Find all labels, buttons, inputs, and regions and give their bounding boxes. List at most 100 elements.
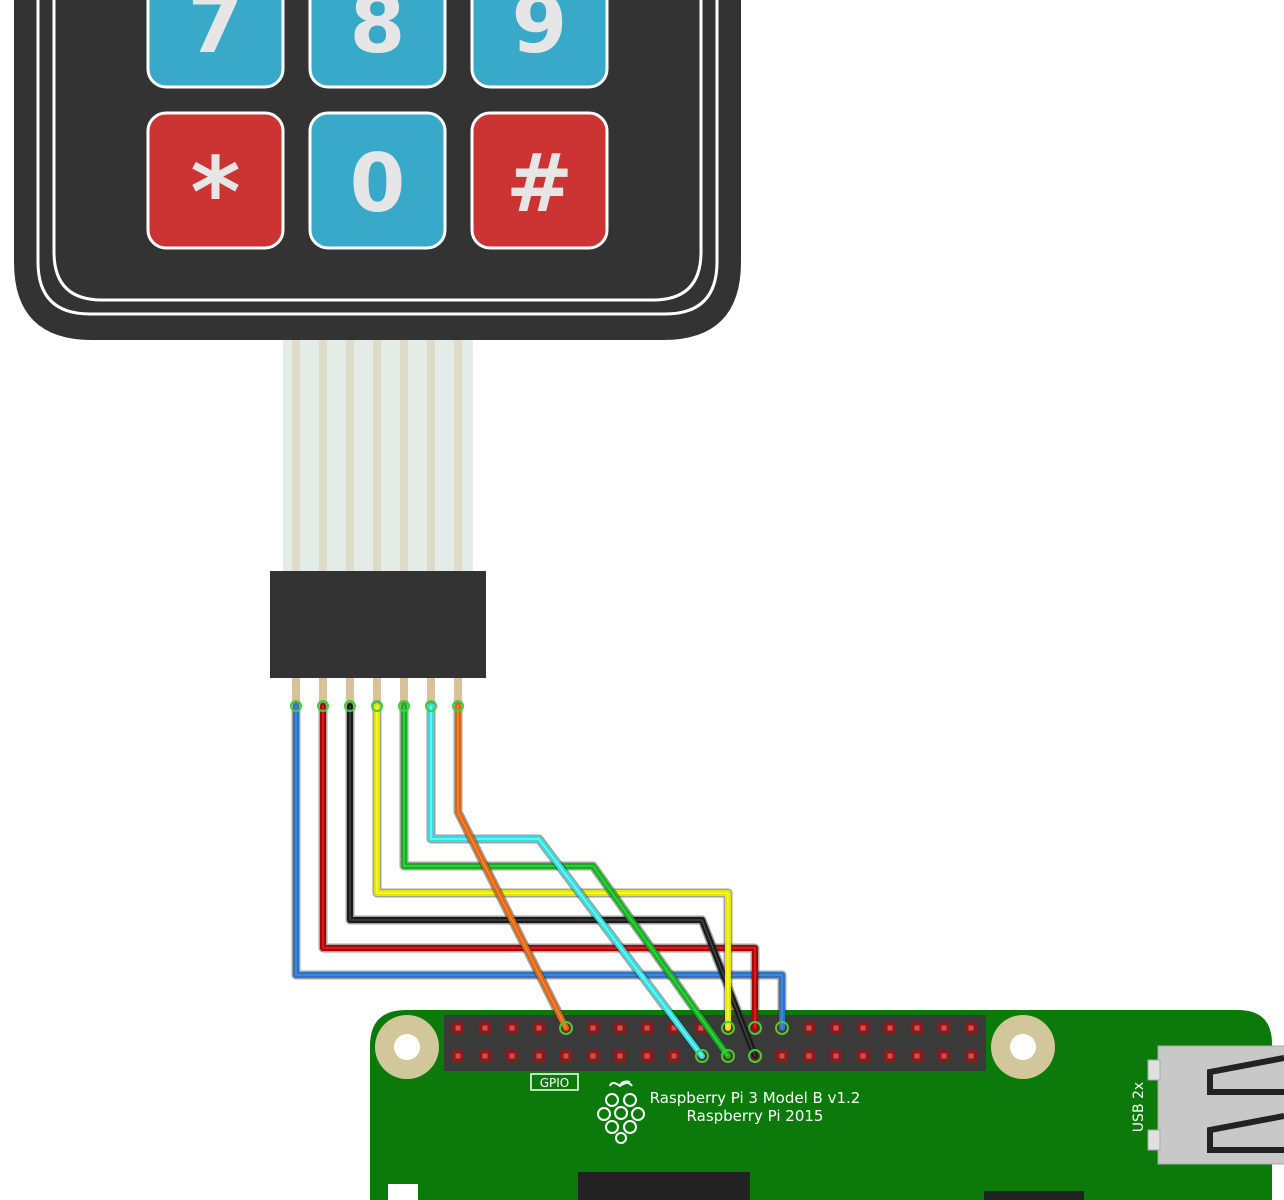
gpio-pin-contact (806, 1025, 812, 1031)
wire-endpoint (775, 1021, 789, 1035)
gpio-pin-contact (482, 1053, 488, 1059)
gpio-label: GPIO (540, 1076, 570, 1090)
board-copyright-label: Raspberry Pi 2015 (687, 1107, 824, 1125)
keypad-outer-border (36, 0, 719, 316)
gpio-pin-contact (833, 1053, 839, 1059)
wire-endpoint (290, 700, 302, 712)
wire-cyan[interactable] (425, 700, 709, 1063)
raspberry-pi-board: GPIO Raspberry Pi 3 Model B v1.2 Raspber… (370, 1010, 1284, 1200)
gpio-pin-contact (833, 1025, 839, 1031)
board-component-right (984, 1191, 1084, 1200)
gpio-pin-contact (536, 1025, 542, 1031)
gpio-pin-contact (941, 1025, 947, 1031)
usb-port (1147, 1045, 1284, 1165)
connector-pin (400, 678, 408, 704)
gpio-pin-contact (644, 1025, 650, 1031)
wire-green[interactable] (398, 700, 735, 1063)
gpio-pin-contact (590, 1025, 596, 1031)
key-9[interactable]: 9 (470, 0, 609, 89)
gpio-pin-contact (698, 1025, 704, 1031)
wire-endpoint (748, 1049, 762, 1063)
keypad-inner-border (52, 0, 703, 302)
gpio-pin-contact (671, 1053, 677, 1059)
key-9-cap (470, 0, 609, 89)
wire-endpoint (425, 700, 437, 712)
gpio-pin-contact (968, 1025, 974, 1031)
connector-pin (427, 678, 435, 704)
usb-label: USB 2x (1131, 1082, 1147, 1132)
key-0-label: 0 (350, 137, 406, 230)
wire-layer (290, 700, 789, 1063)
connector-pin (292, 678, 300, 704)
board-model-label: Raspberry Pi 3 Model B v1.2 (650, 1089, 861, 1107)
wire-endpoint (695, 1049, 709, 1063)
gpio-pin-contact (617, 1053, 623, 1059)
board-chip (578, 1172, 750, 1200)
gpio-pin-contact (617, 1025, 623, 1031)
gpio-pin-contact (914, 1025, 920, 1031)
wire-endpoint (452, 700, 464, 712)
key-7-label: 7 (188, 0, 244, 71)
key-9-label: 9 (512, 0, 568, 71)
key-star-cap (146, 111, 285, 250)
connector-pin (319, 678, 327, 704)
ribbon-strand (400, 340, 408, 572)
key-0[interactable]: 0 (308, 111, 447, 250)
gpio-pin-contact (536, 1053, 542, 1059)
gpio-pin-contact (563, 1053, 569, 1059)
mount-hole-right (991, 1015, 1055, 1079)
ribbon-strand (319, 340, 327, 572)
gpio-pin-contact (779, 1053, 785, 1059)
gpio-pin-contact (509, 1053, 515, 1059)
key-hash-cap (470, 111, 609, 250)
key-hash[interactable]: # (470, 111, 609, 250)
key-8[interactable]: 8 (308, 0, 447, 89)
connector-pin (454, 678, 462, 704)
gpio-pin-contact (860, 1053, 866, 1059)
wire-endpoint (748, 1021, 762, 1035)
ribbon-strand (373, 340, 381, 572)
wire-endpoint (721, 1049, 735, 1063)
gpio-pin-contact (806, 1053, 812, 1059)
gpio-pin-contact (509, 1025, 515, 1031)
wire-endpoint (721, 1021, 735, 1035)
ribbon-strand (427, 340, 435, 572)
keypad: 7 8 9 * 0 # (14, 0, 741, 340)
gpio-pin-contact (968, 1053, 974, 1059)
board-component-left (388, 1184, 418, 1200)
connector-pins (292, 678, 462, 704)
ribbon-cable (283, 340, 473, 572)
gpio-pin-contact (590, 1053, 596, 1059)
gpio-pin-contact (887, 1053, 893, 1059)
gpio-pin-contact (887, 1025, 893, 1031)
key-star-label: * (190, 137, 240, 249)
wire-yellow[interactable] (371, 700, 735, 1035)
ribbon-strand (346, 340, 354, 572)
wire-endpoint (344, 700, 356, 712)
key-7-cap (146, 0, 285, 89)
key-8-cap (308, 0, 447, 89)
key-hash-label: # (506, 137, 573, 230)
key-0-cap (308, 111, 447, 250)
wire-endpoint (317, 700, 329, 712)
keypad-connector (270, 571, 486, 678)
raspberry-logo-icon (597, 1080, 645, 1144)
key-star[interactable]: * (146, 111, 285, 250)
key-7[interactable]: 7 (146, 0, 285, 89)
ribbon-strand (454, 340, 462, 572)
ribbon-strands (292, 340, 462, 572)
ribbon-strand (292, 340, 300, 572)
wire-endpoint (398, 700, 410, 712)
connector-pin (346, 678, 354, 704)
wire-endpoint (371, 700, 383, 712)
gpio-pin-contact (482, 1025, 488, 1031)
wire-orange[interactable] (452, 700, 573, 1035)
gpio-pin-contact (860, 1025, 866, 1031)
gpio-pin-contact (941, 1053, 947, 1059)
gpio-pin-contact (455, 1025, 461, 1031)
gpio-pin-contact (455, 1053, 461, 1059)
wire-red[interactable] (317, 700, 762, 1035)
key-8-label: 8 (350, 0, 406, 71)
gpio-pin-contact (671, 1025, 677, 1031)
